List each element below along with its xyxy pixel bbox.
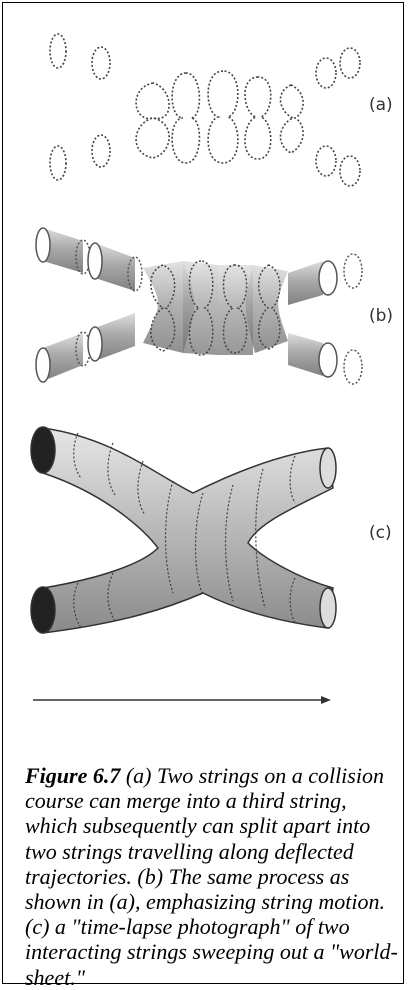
figure-frame: (a) (b) (c) Figure 6.7 (a) Two strings o… bbox=[2, 2, 404, 984]
panel-c-world-sheet bbox=[31, 427, 336, 633]
figure-caption: Figure 6.7 (a) Two strings on a collisio… bbox=[25, 763, 400, 990]
string-interaction-illustration bbox=[3, 3, 405, 763]
caption-text: (a) Two strings on a collision course ca… bbox=[25, 763, 398, 990]
figure-number: Figure 6.7 bbox=[25, 763, 120, 788]
panel-b-tubes bbox=[36, 228, 362, 384]
time-arrow bbox=[33, 696, 331, 704]
panel-label-b: (b) bbox=[369, 306, 393, 326]
panel-label-c: (c) bbox=[369, 523, 392, 543]
panel-a-loops bbox=[50, 34, 360, 186]
panel-label-a: (a) bbox=[369, 95, 393, 115]
